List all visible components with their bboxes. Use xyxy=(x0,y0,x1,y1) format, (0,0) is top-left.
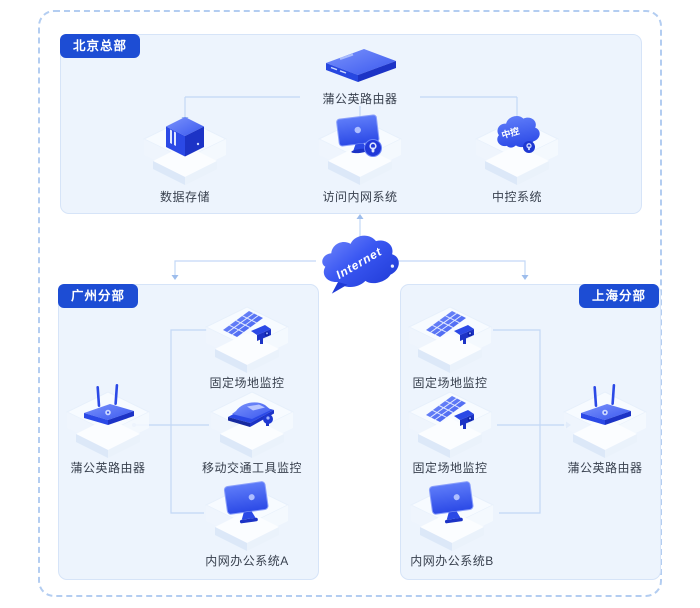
guangzhou-badge: 广州分部 xyxy=(58,284,139,308)
shanghai-badge: 上海分部 xyxy=(578,284,659,308)
control-cloud-icon: 中控 xyxy=(497,116,540,153)
dashed-border-frame xyxy=(38,10,662,597)
node-control-system: 中控 xyxy=(472,116,562,186)
internet-cloud-icon: Internet xyxy=(322,235,399,294)
node-gz-router xyxy=(63,391,153,459)
node-label: 固定场地监控 xyxy=(412,461,488,475)
storage-icon xyxy=(157,114,213,160)
hq-router-label: 蒲公英路由器 xyxy=(322,92,398,106)
node-intranet-access xyxy=(315,114,405,186)
node-label: 内网办公系统B xyxy=(410,554,494,568)
node-label: 访问内网系统 xyxy=(322,190,398,204)
wifi-router-icon xyxy=(575,383,635,431)
node-label: 内网办公系统A xyxy=(205,554,289,568)
node-label: 中控系统 xyxy=(491,190,543,204)
control-cloud-text: 中控 xyxy=(500,125,520,141)
hq-router-icon xyxy=(326,49,396,82)
node-label: 蒲公英路由器 xyxy=(567,461,643,475)
node-sh-router xyxy=(560,391,650,459)
node-label: 蒲公英路由器 xyxy=(70,461,146,475)
node-gz-vehicle-monitor xyxy=(207,391,297,459)
node-gz-fixed-site xyxy=(202,306,292,374)
site-camera-icon xyxy=(217,306,277,352)
hq-badge: 北京总部 xyxy=(60,34,141,58)
site-camera-icon xyxy=(420,306,480,352)
wifi-router-icon xyxy=(78,383,138,431)
office-monitor-icon xyxy=(219,480,275,528)
node-gz-office-system xyxy=(202,484,292,552)
node-label: 固定场地监控 xyxy=(412,376,488,390)
node-label: 移动交通工具监控 xyxy=(201,461,303,475)
node-sh-fixed-site-2 xyxy=(405,391,495,459)
node-label: 固定场地监控 xyxy=(209,376,285,390)
node-sh-fixed-site-1 xyxy=(405,306,495,374)
node-label: 数据存储 xyxy=(159,190,211,204)
node-data-storage xyxy=(140,118,230,186)
secure-monitor-icon xyxy=(336,114,382,157)
node-sh-office-system xyxy=(407,484,497,552)
office-monitor-icon xyxy=(424,480,480,528)
site-camera-icon xyxy=(420,391,480,437)
vehicle-camera-icon xyxy=(222,389,282,435)
